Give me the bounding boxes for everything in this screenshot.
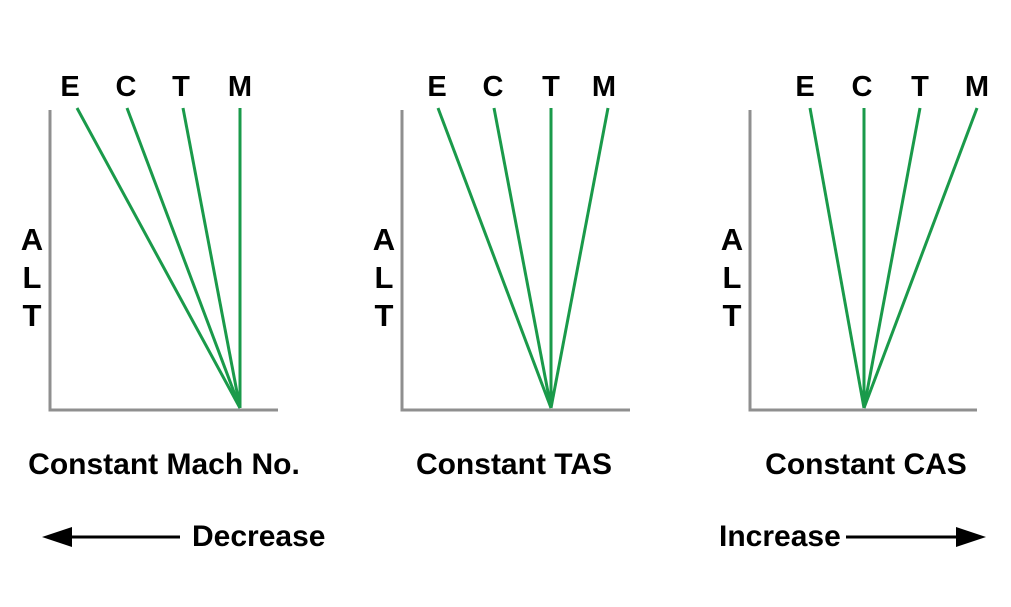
panel-3-label-m: M — [965, 71, 989, 103]
panel-2-axes — [400, 110, 630, 412]
panel-1-line-e — [75, 107, 242, 409]
panel-2-alt-t: T — [375, 298, 394, 333]
panel-3-label-c: C — [852, 71, 873, 103]
right-arrow-icon — [956, 527, 986, 547]
panel-3-caption: Constant CAS — [765, 448, 967, 481]
panel-2-label-t: T — [542, 71, 560, 103]
panel-1-caption: Constant Mach No. — [28, 448, 300, 481]
panel-2-alt-a: A — [373, 222, 395, 257]
panel-3-label-t: T — [911, 71, 929, 103]
panel-2-label-e: E — [427, 71, 446, 103]
panel-constant-tas: E C T M A L T Constant TAS — [373, 71, 630, 481]
panel-2-label-m: M — [592, 71, 616, 103]
panel-2-alt-l: L — [375, 260, 394, 295]
panel-2-line-c — [492, 107, 553, 409]
decrease-label: Decrease — [192, 520, 325, 553]
panel-3-alt-l: L — [723, 260, 742, 295]
panel-1-line-c — [125, 107, 242, 409]
panel-1-alt-l: L — [23, 260, 42, 295]
panel-3-axes — [748, 110, 977, 412]
panel-1-alt-a: A — [21, 222, 43, 257]
panel-1-line-t — [181, 107, 242, 409]
panel-1-label-t: T — [172, 71, 190, 103]
panel-1-label-c: C — [116, 71, 137, 103]
increase-label: Increase — [719, 520, 841, 553]
panel-1-label-e: E — [60, 71, 79, 103]
panel-3-line-t — [862, 107, 922, 409]
panel-1-alt-t: T — [23, 298, 42, 333]
panel-1-label-m: M — [228, 71, 252, 103]
panel-2-line-m — [549, 107, 610, 409]
panel-constant-cas: E C T M A L T Constant CAS — [721, 71, 989, 481]
panel-2-caption: Constant TAS — [416, 448, 612, 481]
decrease-indicator: Decrease — [42, 520, 325, 553]
panel-2-label-c: C — [483, 71, 504, 103]
panel-constant-mach: E C T M A L T Constant Mach No. — [21, 71, 300, 481]
panel-2-line-e — [436, 107, 553, 409]
panel-3-alt-t: T — [723, 298, 742, 333]
panel-3-label-e: E — [795, 71, 814, 103]
panel-1-axes — [48, 110, 278, 412]
left-arrow-icon — [42, 527, 72, 547]
panel-3-line-m — [862, 107, 979, 409]
panel-3-alt-a: A — [721, 222, 743, 257]
increase-indicator: Increase — [719, 520, 986, 553]
panel-3-line-e — [808, 107, 866, 409]
